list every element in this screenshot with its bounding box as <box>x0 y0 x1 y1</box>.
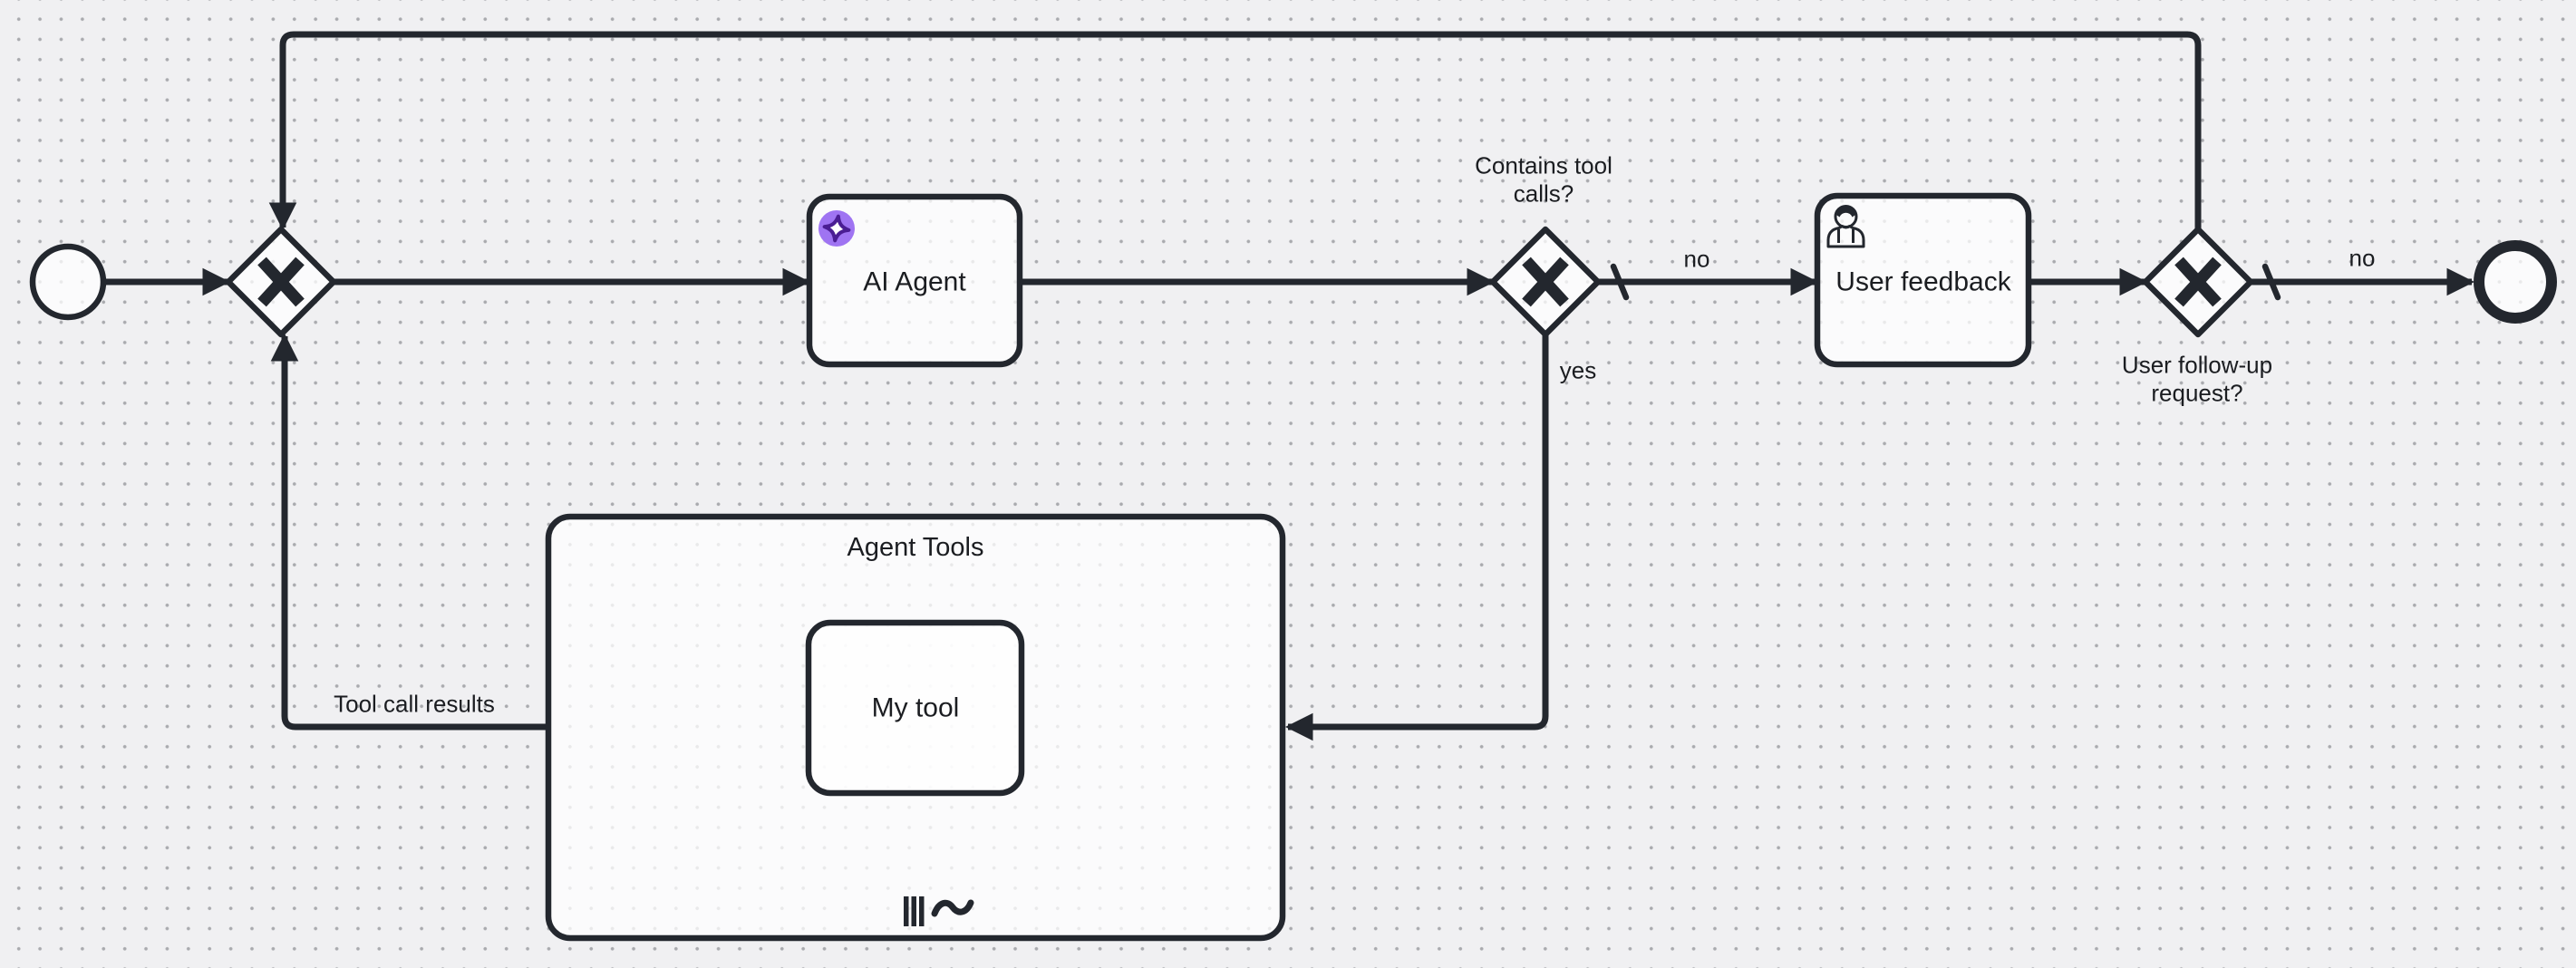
ai-agent-label: AI Agent <box>863 266 966 297</box>
followup-gateway-label: User follow-up request? <box>2121 351 2273 406</box>
user-person-icon <box>1826 205 1865 248</box>
exclusive-gateway-x-icon <box>257 257 305 307</box>
merge-gateway[interactable] <box>225 226 337 338</box>
sequence-flows <box>105 31 2475 741</box>
multi-instance-parallel-icon <box>904 896 925 926</box>
flow-yes-to-agent-tools[interactable] <box>1284 334 1549 741</box>
default-flow-marker-icon <box>2261 263 2281 301</box>
user-feedback-label: User feedback <box>1835 266 2011 297</box>
end-event[interactable] <box>2474 240 2557 324</box>
followup-gateway[interactable] <box>2142 226 2254 338</box>
edge-label-tool-call-results: Tool call results <box>334 690 495 718</box>
edge-label-no-end: no <box>2348 244 2376 272</box>
default-flow-marker-icon <box>1610 263 1630 301</box>
tool-calls-gateway-label: Contains tool calls? <box>1475 151 1612 207</box>
ad-hoc-tilde-icon <box>931 899 974 917</box>
start-event[interactable] <box>29 243 107 321</box>
tool-calls-gateway[interactable] <box>1489 226 1602 338</box>
flow-followup-loop-back[interactable] <box>268 31 2202 231</box>
user-feedback-task[interactable] <box>1814 192 2032 368</box>
exclusive-gateway-x-icon <box>1522 257 1569 307</box>
flow-tool-call-results[interactable] <box>270 333 548 731</box>
exclusive-gateway-x-icon <box>2174 257 2222 307</box>
ai-agent-task[interactable] <box>806 193 1023 368</box>
my-tool-label: My tool <box>871 692 960 723</box>
ai-sparkle-icon <box>818 210 855 247</box>
agent-tools-title: Agent Tools <box>847 532 984 562</box>
edge-label-no-user-feedback: no <box>1683 245 1710 273</box>
my-tool-task[interactable] <box>805 619 1025 797</box>
edge-label-yes: yes <box>1559 356 1597 384</box>
